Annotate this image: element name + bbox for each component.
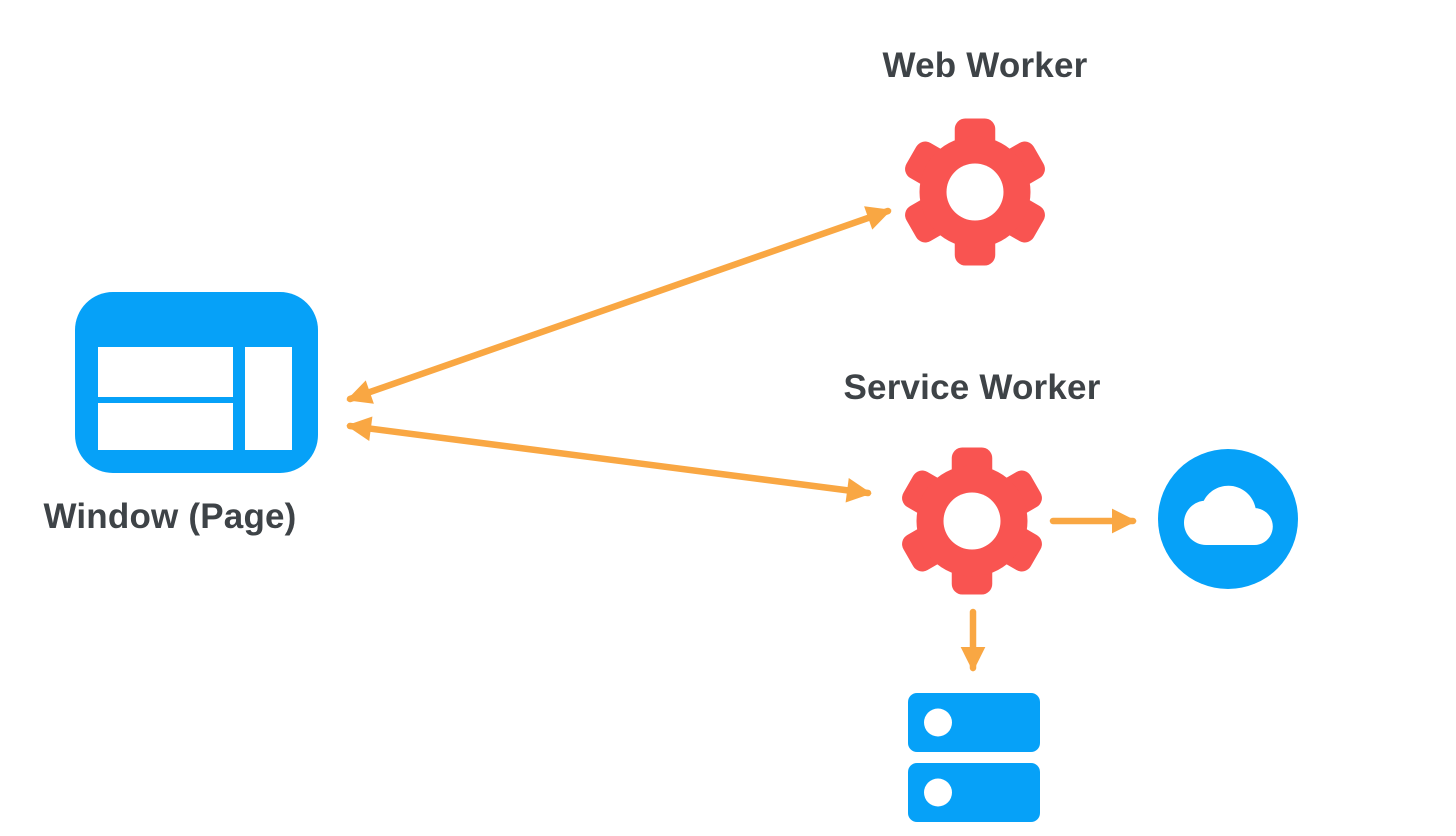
gear-icon [905,118,1045,266]
gear-icon [902,447,1042,595]
cloud-icon [1158,449,1298,589]
browser-window-icon [75,292,318,473]
window-page-label: Window (Page) [43,497,297,536]
arrow-window-serviceworker [346,416,872,503]
database-icon [908,693,1040,822]
service-worker-label: Service Worker [843,368,1101,407]
web-worker-label: Web Worker [882,46,1088,85]
arrow-window-webworker [346,206,892,404]
